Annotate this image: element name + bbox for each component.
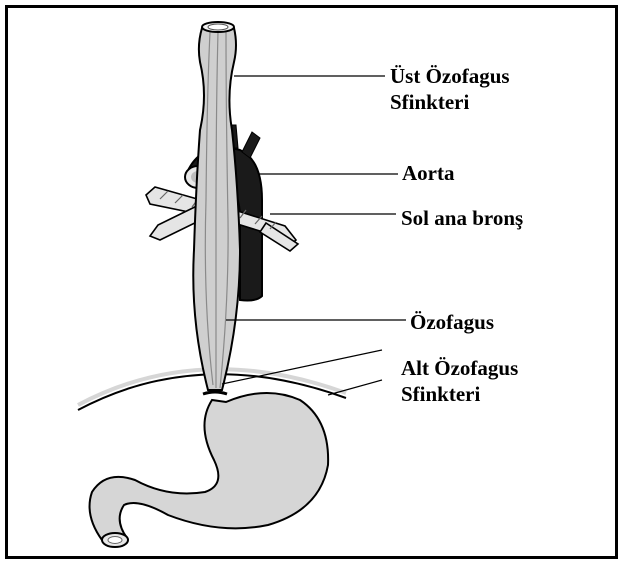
label-lower-line-2: Sfinkteri: [401, 381, 518, 407]
esophagus-tube: [193, 22, 240, 390]
label-esophagus: Özofagus: [410, 309, 494, 335]
label-lower-esophageal-sphincter: Alt Özofagus Sfinkteri: [401, 355, 518, 407]
lower-sphincter-ring: [203, 392, 227, 394]
stomach-shape: [90, 393, 329, 540]
label-aorta: Aorta: [402, 160, 454, 186]
label-lower-line-1: Alt Özofagus: [401, 355, 518, 381]
label-upper-line-1: Üst Özofagus: [390, 63, 510, 89]
label-upper-esophageal-sphincter: Üst Özofagus Sfinkteri: [390, 63, 510, 115]
label-left-main-bronchus: Sol ana bronş: [401, 205, 523, 231]
label-upper-line-2: Sfinkteri: [390, 89, 510, 115]
